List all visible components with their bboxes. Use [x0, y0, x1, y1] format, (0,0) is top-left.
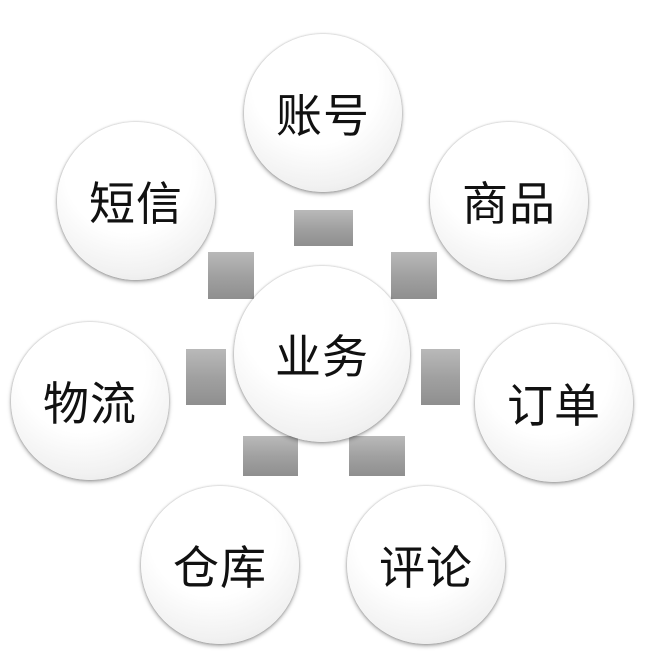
node-label: 业务 — [275, 330, 369, 384]
node-order: 订单 — [475, 324, 633, 482]
node-review: 评论 — [347, 486, 505, 644]
node-sms: 短信 — [57, 122, 215, 280]
connector-center-order — [421, 349, 460, 405]
node-label: 订单 — [507, 379, 601, 433]
node-center-business: 业务 — [234, 266, 410, 442]
connector-center-sms — [208, 252, 254, 299]
node-logistics: 物流 — [11, 322, 169, 480]
node-label: 评论 — [379, 541, 473, 595]
node-product: 商品 — [430, 122, 588, 280]
node-label: 短信 — [89, 177, 183, 231]
connector-center-warehouse — [243, 436, 298, 476]
connector-center-account — [294, 210, 353, 246]
node-label: 商品 — [462, 177, 556, 231]
node-label: 物流 — [43, 377, 137, 431]
connector-center-review — [349, 436, 405, 476]
node-label: 仓库 — [173, 541, 267, 595]
connector-center-product — [391, 252, 437, 299]
connector-center-logistics — [186, 349, 226, 405]
node-account: 账号 — [244, 34, 402, 192]
node-label: 账号 — [276, 89, 370, 143]
node-warehouse: 仓库 — [141, 486, 299, 644]
